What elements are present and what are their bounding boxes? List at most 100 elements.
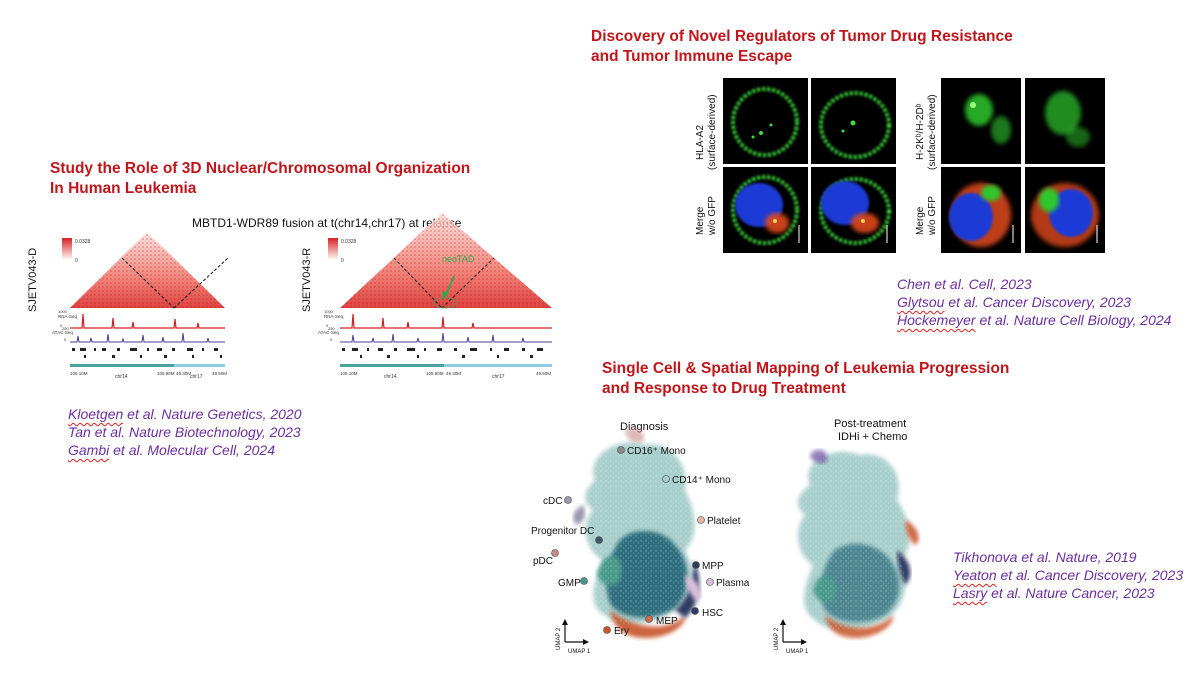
scale-min-right: 0 [341, 258, 344, 264]
reference-item: Chen et al. Cell, 2023 [897, 276, 1032, 292]
neotad-label: neoTAD [442, 254, 475, 264]
cell-type-dot [595, 536, 603, 544]
microscopy-figure: HLA-A2 (surface-derived) Merge w/o GFP H… [695, 78, 1105, 253]
atac-tick: 0 [330, 337, 333, 342]
cell-type-label: cDC [543, 496, 572, 507]
section-3d-heading: Study the Role of 3D Nuclear/Chromosomal… [50, 159, 470, 199]
reference-item: Kloetgen et al. Nature Genetics, 2020 [68, 406, 302, 422]
coord-label: 49.30M [446, 371, 461, 376]
cell-type-label: Progenitor DC [531, 526, 603, 544]
rna-tick: 1000 [324, 309, 334, 314]
cell-type-dot [691, 607, 699, 615]
section-drug-references: Chen et al. Cell, 2023 Glytsou et al. Ca… [897, 275, 1171, 329]
section-3d-references: Kloetgen et al. Nature Genetics, 2020 Ta… [68, 405, 302, 459]
tad-boundary-line [393, 257, 443, 309]
hic-figure: MBTD1-WDR89 fusion at t(chr14,chr17) at … [27, 213, 552, 380]
atac-track-label: ATAC-Seq [52, 330, 73, 335]
row-label: Merge [695, 206, 706, 235]
coord-label: 49.30M [176, 371, 191, 376]
scale-min-left: 0 [75, 258, 78, 264]
cell-type-dot [580, 577, 588, 585]
umap-axes-left [562, 619, 589, 645]
row-label-sub: w/o GFP [927, 196, 938, 236]
tad-boundary-line [173, 257, 229, 309]
atac-seq-track [340, 332, 552, 343]
svg-text:cDC: cDC [543, 496, 562, 507]
chrom-label: chr14 [115, 374, 128, 380]
cell-type-dot [697, 516, 705, 524]
svg-text:pDC: pDC [533, 556, 553, 567]
coord-label: 105.90M [426, 371, 444, 376]
cell-type-dot [551, 549, 559, 557]
rna-tick: 1000 [58, 309, 68, 314]
gene-annotation-track [72, 348, 222, 358]
svg-text:HSC: HSC [702, 608, 723, 619]
cell-type-label: MPP [692, 561, 724, 572]
chrom-label: chr17 [190, 374, 203, 380]
microscopy-panel [723, 78, 808, 164]
reference-item: Lasry et al. Nature Cancer, 2023 [953, 585, 1155, 601]
cell-type-dot [662, 475, 670, 483]
color-scale-left [62, 238, 72, 260]
heading-line: In Human Leukemia [50, 180, 197, 197]
coord-label: 49.50M [536, 371, 551, 376]
reference-item: Hockemeyer et al. Nature Cell Biology, 2… [897, 312, 1172, 328]
rna-tick: 0 [60, 323, 63, 328]
neotad-arrow [445, 275, 455, 296]
atac-seq-track [70, 332, 225, 343]
microscopy-panel [1025, 78, 1105, 164]
heading-line: Single Cell & Spatial Mapping of Leukemi… [602, 360, 1010, 377]
atac-tick: 250 [328, 326, 335, 331]
cell-type-label: GMP [558, 577, 588, 589]
section-drug-heading: Discovery of Novel Regulators of Tumor D… [591, 27, 1013, 67]
cell-type-dot [706, 578, 714, 586]
microscopy-panel [1025, 167, 1105, 253]
cell-type-label: Plasma [706, 578, 750, 589]
chrom-label: chr14 [384, 374, 397, 380]
heading-line: and Tumor Immune Escape [591, 48, 793, 65]
reference-item: Yeaton et al. Cancer Discovery, 2023 [953, 567, 1184, 583]
cell-type-label: CD14⁺ Mono [662, 475, 731, 486]
tad-boundary-line [441, 257, 495, 309]
tad-boundary-line [121, 257, 175, 309]
scale-max-right: 0.0328 [341, 239, 357, 245]
reference-item: Tan et al. Nature Biotechnology, 2023 [68, 424, 301, 440]
svg-text:Platelet: Platelet [707, 516, 741, 527]
neotad-arrowhead [442, 291, 449, 299]
umap-post-treatment [797, 449, 919, 638]
microscopy-panel [811, 78, 896, 164]
cell-type-dot [603, 626, 611, 634]
svg-text:GMP: GMP [558, 578, 581, 589]
sample-label-left: SJETV043-D [27, 248, 39, 312]
svg-text:Plasma: Plasma [716, 578, 750, 589]
microscopy-panel [811, 167, 896, 253]
heading-line: and Response to Drug Treatment [602, 380, 846, 397]
row-label: H-2Kᵇ/H-2Dᵇ [915, 103, 926, 160]
coord-label: 105.10M [340, 371, 358, 376]
sample-label-right: SJETV043-R [301, 248, 313, 312]
reference-item: Gambi et al. Molecular Cell, 2024 [68, 442, 275, 458]
hic-figure-title: MBTD1-WDR89 fusion at t(chr14,chr17) at … [192, 216, 462, 230]
neotad-highlight [433, 297, 457, 309]
row-label-sub: (surface-derived) [927, 94, 938, 170]
umap-axis-y: UMAP 2 [774, 627, 780, 650]
umap-axis-x: UMAP 1 [786, 649, 809, 655]
cell-type-label: HSC [691, 607, 723, 619]
section-single-cell-references: Tikhonova et al. Nature, 2019 Yeaton et … [953, 548, 1183, 602]
cell-type-dot [617, 446, 625, 454]
svg-text:CD16⁺ Mono: CD16⁺ Mono [627, 446, 686, 457]
atac-track-label: ATAC-Seq [318, 330, 339, 335]
svg-text:CD14⁺ Mono: CD14⁺ Mono [672, 475, 731, 486]
svg-text:Progenitor DC: Progenitor DC [531, 526, 594, 537]
cell-type-dot [645, 615, 653, 623]
row-label: Merge [915, 206, 926, 235]
color-scale-right [328, 238, 338, 260]
cell-type-dot [692, 561, 700, 569]
reference-item: Tikhonova et al. Nature, 2019 [953, 549, 1137, 565]
atac-tick: 250 [62, 326, 69, 331]
cell-type-label: MEP [645, 615, 678, 627]
microscopy-panel [941, 78, 1021, 164]
section-single-cell-heading: Single Cell & Spatial Mapping of Leukemi… [602, 359, 1009, 399]
heading-line: Discovery of Novel Regulators of Tumor D… [591, 28, 1013, 45]
rna-track-label: RNA-Seq [324, 314, 344, 319]
